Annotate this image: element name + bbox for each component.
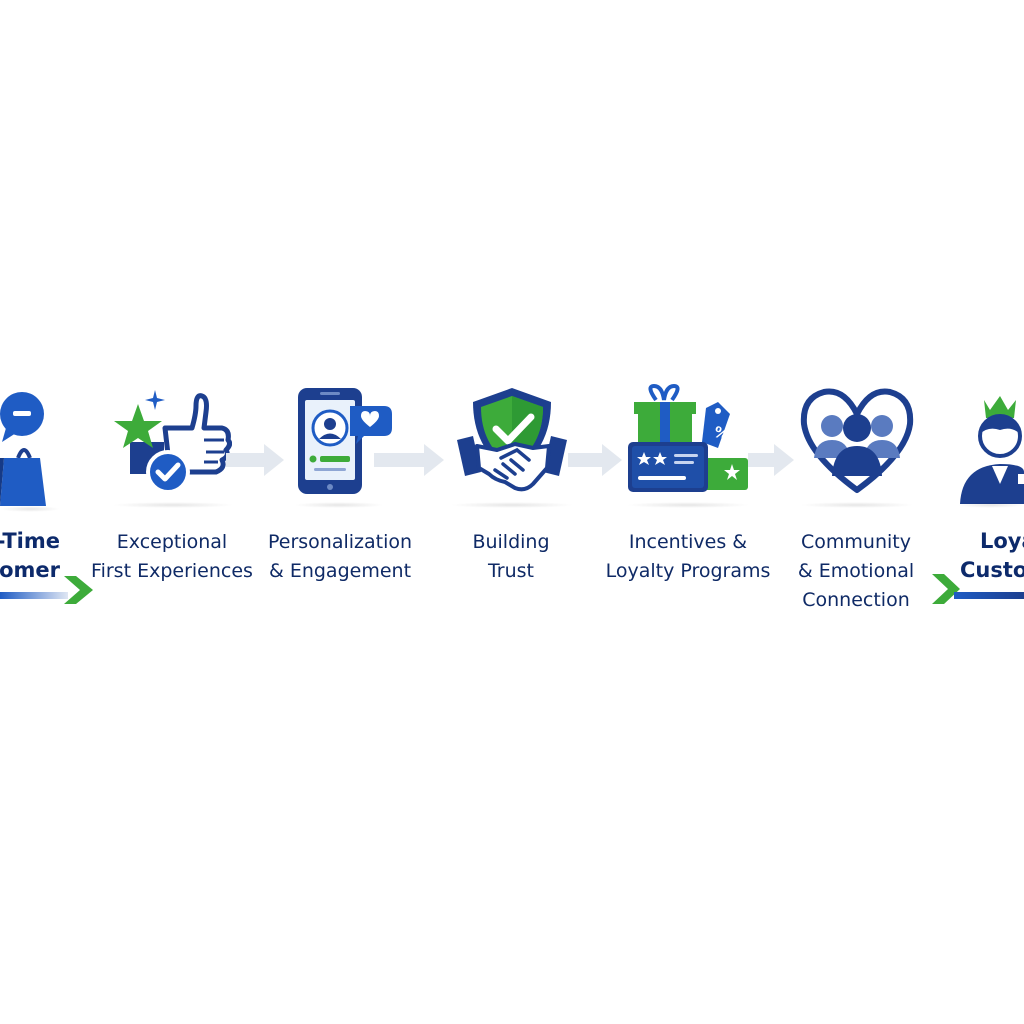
label-line: Exceptional — [116, 531, 228, 553]
label-line: & Emotional — [797, 560, 915, 582]
connector-arrow — [226, 444, 284, 476]
shield-handshake-icon — [457, 388, 567, 492]
label-line: & Engagement — [268, 560, 412, 582]
thumbs-up-star-icon — [114, 390, 232, 494]
svg-text:%: % — [711, 423, 731, 445]
end-bar-arrow — [932, 574, 1024, 604]
stage-label-building-trust: Building Trust — [426, 528, 596, 586]
label-line: tomer — [0, 558, 60, 582]
label-line: Custo — [960, 558, 1024, 582]
shopping-bag-chat-icon — [0, 392, 46, 506]
stage-label-community-emotional-connection: Community & Emotional Connection — [771, 528, 941, 615]
label-line: Loya — [980, 529, 1024, 553]
stage-label-loyal-customer: Loya Custo — [954, 527, 1024, 585]
icon-shadow — [800, 502, 914, 508]
label-line: Personalization — [267, 531, 413, 553]
connector-arrow — [568, 444, 622, 476]
icon-shadow — [626, 502, 750, 508]
gift-card-tag-icon: % — [628, 384, 748, 492]
label-line: First Experiences — [91, 560, 253, 582]
icon-shadow — [450, 502, 574, 508]
icon-shadow — [0, 506, 60, 512]
stage-label-first-time-customer: -Time tomer — [0, 527, 120, 585]
heart-community-icon — [800, 388, 914, 493]
start-bar-arrow — [0, 576, 93, 604]
label-line: Building — [472, 531, 550, 553]
icon-shadow — [294, 502, 384, 508]
label-line: -Time — [0, 529, 60, 553]
label-line: Incentives & — [628, 531, 748, 553]
connector-arrow — [748, 444, 794, 476]
stage-label-personalization-engagement: Personalization & Engagement — [255, 528, 425, 586]
connector-arrow — [374, 444, 444, 476]
phone-profile-heart-icon — [298, 388, 392, 494]
icon-shadow — [958, 502, 1024, 508]
stage-label-incentives-loyalty-programs: Incentives & Loyalty Programs — [603, 528, 773, 586]
label-line: Loyalty Programs — [605, 560, 771, 582]
label-line: Community — [801, 531, 911, 553]
icon-shadow — [112, 502, 234, 508]
label-line: Trust — [487, 560, 534, 582]
label-line: Connection — [802, 589, 910, 611]
crowned-customer-icon — [960, 396, 1024, 504]
stage-label-exceptional-first-experiences: Exceptional First Experiences — [87, 528, 257, 586]
